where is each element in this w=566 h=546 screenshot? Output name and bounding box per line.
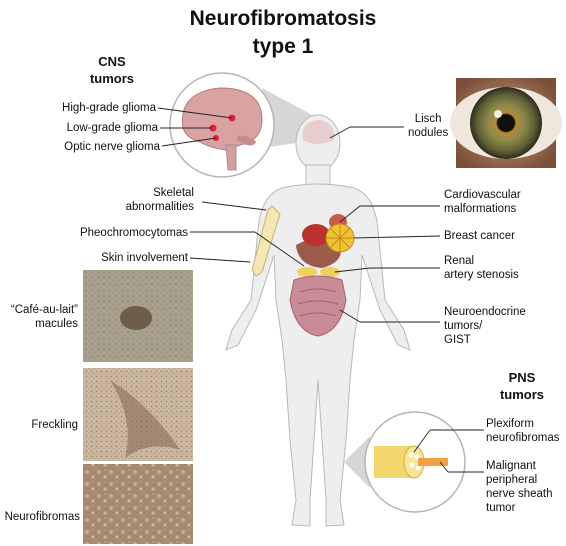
heart-icon (302, 224, 330, 246)
plexiform-neurofibromas-label: Plexiform neurofibromas (486, 417, 560, 445)
lisch-line1: Lisch (414, 113, 442, 125)
renal-artery-stenosis-label: Renal artery stenosis (444, 254, 519, 282)
brain-icon (181, 87, 263, 171)
low-grade-glioma-label: Low-grade glioma (66, 122, 158, 134)
neuro-line3: GIST (444, 334, 471, 346)
cns-heading-line2: tumors (89, 71, 135, 86)
breast-icon (325, 223, 355, 253)
neuro-line2: tumors/ (444, 320, 483, 332)
cardio-line2: malformations (444, 203, 517, 215)
cafe-line2: macules (35, 318, 78, 330)
lisch-nodules-label: Lisch nodules (408, 112, 448, 140)
adrenal-icon (297, 267, 317, 277)
mpnst-line2: peripheral (486, 474, 538, 486)
optic-nerve-glioma-label: Optic nerve glioma (64, 141, 160, 153)
cafe-au-lait-label: “Café-au-lait” macules (2, 303, 78, 331)
skeletal-line1: Skeletal (153, 187, 194, 199)
macule-spot (120, 306, 152, 330)
cardiovascular-label: Cardiovascular malformations (444, 188, 521, 216)
nerve-icon (374, 445, 448, 479)
pns-heading-line2: tumors (499, 387, 545, 402)
neurofibromas-photo (83, 464, 193, 544)
cns-heading-line1: CNS (98, 54, 126, 69)
head-brain-icon (302, 120, 335, 144)
eye-photo (450, 78, 562, 168)
freckling-label: Freckling (31, 419, 78, 431)
mpnst-line3: nerve sheath (486, 488, 553, 500)
mpnst-label: Malignant peripheral nerve sheath tumor (486, 459, 553, 515)
bone-icon (251, 205, 281, 277)
page-title-line1: Neurofibromatosis (189, 7, 377, 30)
cardio-line1: Cardiovascular (444, 189, 521, 201)
neurofibromas-label: Neurofibromas (4, 511, 80, 523)
skin-involvement-label: Skin involvement (101, 252, 188, 264)
renal-line1: Renal (444, 255, 475, 267)
neuroendocrine-label: Neuroendocrine tumors/ GIST (444, 305, 526, 347)
plexiform-line2: neurofibromas (486, 432, 560, 444)
mpnst-line4: tumor (486, 502, 516, 514)
skeletal-line2: abnormalities (125, 201, 194, 213)
nerve-zoom-wedge (344, 436, 370, 488)
pns-heading-line1: PNS (508, 370, 536, 385)
plexiform-line1: Plexiform (486, 418, 534, 430)
pheochromocytomas-label: Pheochromocytomas (79, 227, 188, 239)
breast-cancer-label: Breast cancer (444, 230, 515, 242)
page-title-line2: type 1 (252, 35, 314, 58)
skeletal-abnormalities-label: Skeletal abnormalities (80, 186, 194, 214)
pns-heading: PNS tumors (492, 369, 552, 403)
connector-lines (157, 107, 484, 473)
cafe-line1: “Café-au-lait” (10, 304, 78, 316)
neuro-line1: Neuroendocrine (444, 306, 526, 318)
high-grade-glioma-label: High-grade glioma (62, 102, 156, 114)
renal-line2: artery stenosis (444, 269, 519, 281)
organs (289, 214, 347, 337)
cns-heading: CNS tumors (82, 53, 142, 87)
mpnst-line1: Malignant (486, 460, 536, 472)
lisch-line2: nodules (408, 127, 449, 139)
